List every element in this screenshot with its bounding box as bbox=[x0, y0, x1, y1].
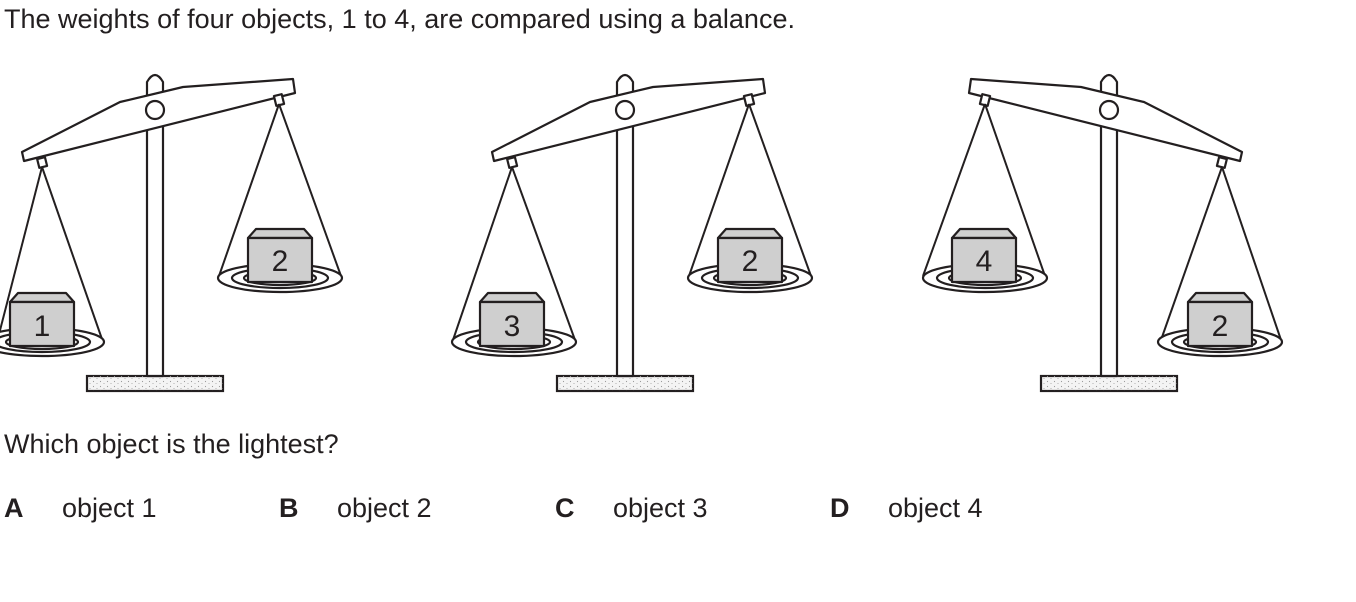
option-letter: B bbox=[279, 493, 299, 523]
object-label: 3 bbox=[504, 310, 521, 343]
balance-post bbox=[1099, 73, 1119, 378]
object-box: 4 bbox=[950, 227, 1018, 284]
object-box: 3 bbox=[478, 291, 546, 348]
option-letter: D bbox=[830, 493, 850, 523]
balance-2: 3 2 bbox=[450, 73, 814, 393]
balance-beam bbox=[490, 77, 767, 163]
pivot bbox=[144, 99, 166, 121]
option-text: object 4 bbox=[888, 493, 983, 523]
option-text: object 2 bbox=[337, 493, 432, 523]
object-label: 4 bbox=[976, 245, 993, 278]
balance-post bbox=[615, 73, 635, 378]
option-letter: C bbox=[555, 493, 575, 523]
balance-beam bbox=[967, 77, 1244, 163]
question-text: Which object is the lightest? bbox=[4, 429, 339, 459]
balance-3: 4 2 bbox=[921, 73, 1284, 393]
object-box: 1 bbox=[8, 291, 76, 348]
intro-text: The weights of four objects, 1 to 4, are… bbox=[4, 4, 795, 34]
balance-beam bbox=[20, 77, 297, 163]
object-label: 2 bbox=[1212, 310, 1229, 343]
object-label: 2 bbox=[272, 245, 289, 278]
object-box: 2 bbox=[716, 227, 784, 284]
pivot bbox=[614, 99, 636, 121]
object-box: 2 bbox=[1186, 291, 1254, 348]
option-text: object 3 bbox=[613, 493, 708, 523]
balances-diagram: 1 2 3 2 bbox=[0, 73, 1284, 393]
option-text: object 1 bbox=[62, 493, 157, 523]
object-box: 2 bbox=[246, 227, 314, 284]
option-letter: A bbox=[4, 493, 24, 523]
object-label: 1 bbox=[34, 310, 51, 343]
balance-1: 1 2 bbox=[0, 73, 344, 393]
object-label: 2 bbox=[742, 245, 759, 278]
pivot bbox=[1098, 99, 1120, 121]
balance-post bbox=[145, 73, 165, 378]
